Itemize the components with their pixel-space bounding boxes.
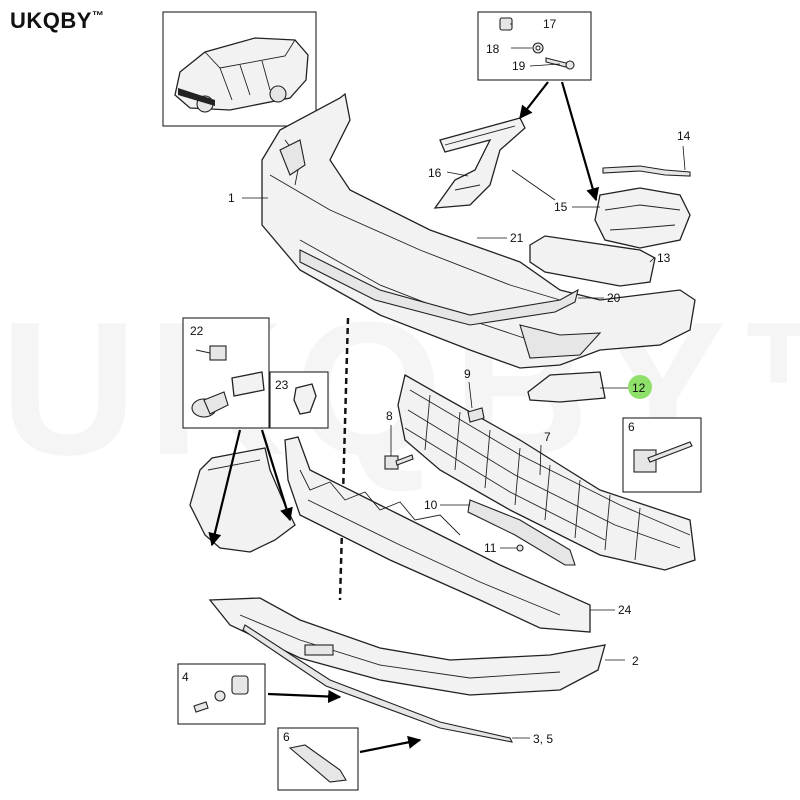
lower-grille	[397, 374, 696, 571]
callout-2: 2	[632, 654, 639, 668]
callout-16: 16	[428, 166, 442, 180]
callout-6-bottom: 6	[283, 730, 290, 744]
pin-clip	[467, 407, 485, 423]
brand-trademark: ™	[91, 8, 105, 23]
callout-23: 23	[275, 378, 289, 392]
callout-3-5: 3, 5	[533, 732, 553, 746]
vehicle-thumbnail	[162, 11, 317, 127]
callout-12: 12	[632, 381, 646, 395]
callout-4: 4	[182, 670, 189, 684]
callout-19: 19	[512, 59, 526, 73]
clip-box	[269, 371, 329, 429]
mounting-strip	[467, 499, 576, 566]
reflector	[527, 371, 606, 403]
callout-6-right: 6	[628, 420, 635, 434]
side-mount-bracket	[594, 187, 691, 249]
washer-bolt	[384, 454, 414, 470]
hardware-box-right	[622, 417, 702, 493]
callout-17: 17	[543, 17, 557, 31]
callout-15: 15	[554, 200, 568, 214]
fastener-kit-box	[477, 11, 592, 81]
callout-8: 8	[386, 409, 393, 423]
callout-10: 10	[424, 498, 438, 512]
callout-22: 22	[190, 324, 204, 338]
brand-name: UKQBY	[10, 8, 92, 33]
callout-1: 1	[228, 191, 235, 205]
lower-bumper-cover	[284, 436, 591, 633]
rear-diffuser	[208, 597, 606, 696]
callout-12-highlight	[628, 375, 652, 399]
upper-trim-strip	[299, 249, 579, 326]
callout-11: 11	[484, 541, 497, 555]
chrome-trim-strip	[242, 624, 513, 743]
sensor-kit-box	[182, 317, 270, 429]
callout-14: 14	[677, 129, 691, 143]
callout-21: 21	[510, 231, 524, 245]
callout-18: 18	[486, 42, 500, 56]
side-shell	[189, 447, 296, 553]
corner-trim	[529, 235, 656, 287]
callout-9: 9	[464, 367, 471, 381]
hardware-box-bottom	[277, 727, 359, 791]
upper-bumper-cover	[261, 92, 696, 369]
callout-20: 20	[607, 291, 621, 305]
callout-7: 7	[544, 430, 551, 444]
brand-logo: UKQBY™	[10, 8, 104, 34]
screw	[516, 544, 524, 552]
assembly-centerline	[338, 317, 350, 601]
callout-24: 24	[618, 603, 632, 617]
bumper-bracket	[433, 117, 526, 209]
callout-13: 13	[657, 251, 671, 265]
side-trim-strip	[602, 165, 691, 177]
bolt-kit-box	[177, 663, 266, 725]
